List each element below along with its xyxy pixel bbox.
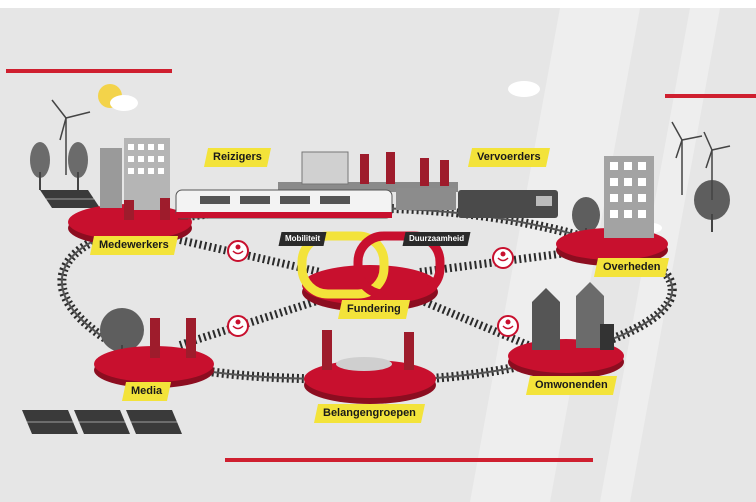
accent-line <box>665 94 756 98</box>
linked-rings <box>297 231 445 299</box>
hand-heart-icon <box>227 240 249 262</box>
label-text: Fundering <box>347 303 401 315</box>
label-text: Overheden <box>603 261 661 273</box>
tag-mobiliteit: Mobiliteit <box>278 232 327 246</box>
hand-heart-icon <box>227 315 249 337</box>
platform-belangengroepen <box>304 330 436 404</box>
platform-medewerkers <box>68 138 192 246</box>
label-text: Medewerkers <box>99 239 169 251</box>
label-text: Reizigers <box>213 151 262 163</box>
label-belangengroepen: Belangengroepen <box>313 404 425 423</box>
platform-media <box>94 318 214 388</box>
label-vervoerders: Vervoerders <box>467 148 550 167</box>
solar-panel-icon <box>22 190 182 434</box>
label-text: Vervoerders <box>477 151 541 163</box>
cloud-icon <box>508 81 540 97</box>
tag-text: Duurzaamheid <box>409 234 465 243</box>
label-reizigers: Reizigers <box>203 148 271 167</box>
accent-line <box>225 458 593 462</box>
label-fundering: Fundering <box>337 300 410 319</box>
label-text: Belangengroepen <box>323 407 416 419</box>
label-overheden: Overheden <box>593 258 670 277</box>
label-omwonenden: Omwonenden <box>525 376 617 395</box>
platform-omwonenden <box>508 282 624 379</box>
tree-icon <box>30 142 730 359</box>
wind-turbine-icon <box>51 99 731 200</box>
hand-heart-icon <box>492 247 514 269</box>
label-media: Media <box>121 382 172 401</box>
tag-text: Mobiliteit <box>285 234 321 243</box>
cloud-icon <box>110 95 138 111</box>
accent-line <box>6 69 172 73</box>
tag-duurzaamheid: Duurzaamheid <box>402 232 471 246</box>
station-train <box>175 151 558 219</box>
label-text: Omwonenden <box>535 379 608 391</box>
hand-heart-icon <box>497 315 519 337</box>
label-medewerkers: Medewerkers <box>89 236 178 255</box>
label-text: Media <box>131 385 163 397</box>
